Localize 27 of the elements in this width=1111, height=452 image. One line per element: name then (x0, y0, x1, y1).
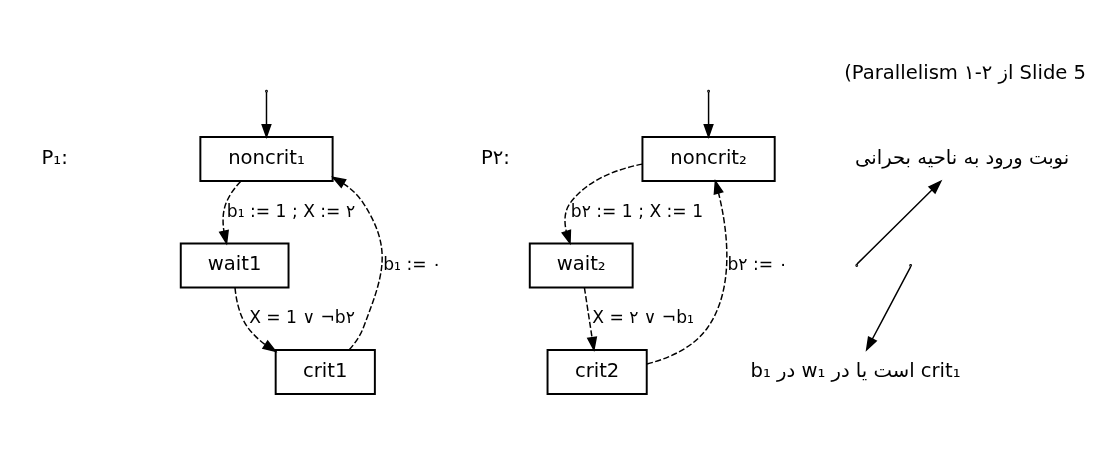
edge-label: X = ۲ ∨ ¬b₁ (592, 306, 694, 327)
node-text: نوبت ورود به ناحیه بحرانی (854, 145, 1070, 169)
arrow (856, 179, 943, 265)
node-box: crit1 (274, 348, 376, 395)
arrow (583, 286, 598, 352)
edge-label: b₁ := ۰ (383, 253, 442, 274)
arrow (561, 162, 644, 245)
edge-label: b۲ := ۰ (727, 253, 788, 274)
edge-label: X = 1 ∨ ¬b۲ (249, 306, 355, 327)
edge-label: b₁ := 1 ; X := ۲ (226, 200, 356, 221)
edge-label: b۲ := 1 ; X := 1 (570, 200, 704, 221)
node-box: wait₂ (528, 242, 634, 289)
diagram-title: (Parallelism ۱-۲ از Slide 5 (844, 60, 1087, 84)
arrow (646, 178, 728, 365)
arrow (261, 90, 272, 139)
label: P۲: (481, 145, 510, 169)
node-box: noncrit₁ (199, 135, 334, 182)
arrow (703, 90, 714, 139)
node-box: crit2 (546, 348, 648, 395)
node-text: b₁ در w₁ است یا در crit₁ (750, 358, 961, 382)
label: P₁: (41, 145, 68, 169)
arrow (218, 180, 242, 245)
arrow (234, 286, 278, 353)
arrow (331, 175, 383, 351)
node-box: wait1 (179, 242, 290, 289)
node-box: noncrit₂ (641, 135, 776, 182)
arrow (865, 265, 912, 352)
